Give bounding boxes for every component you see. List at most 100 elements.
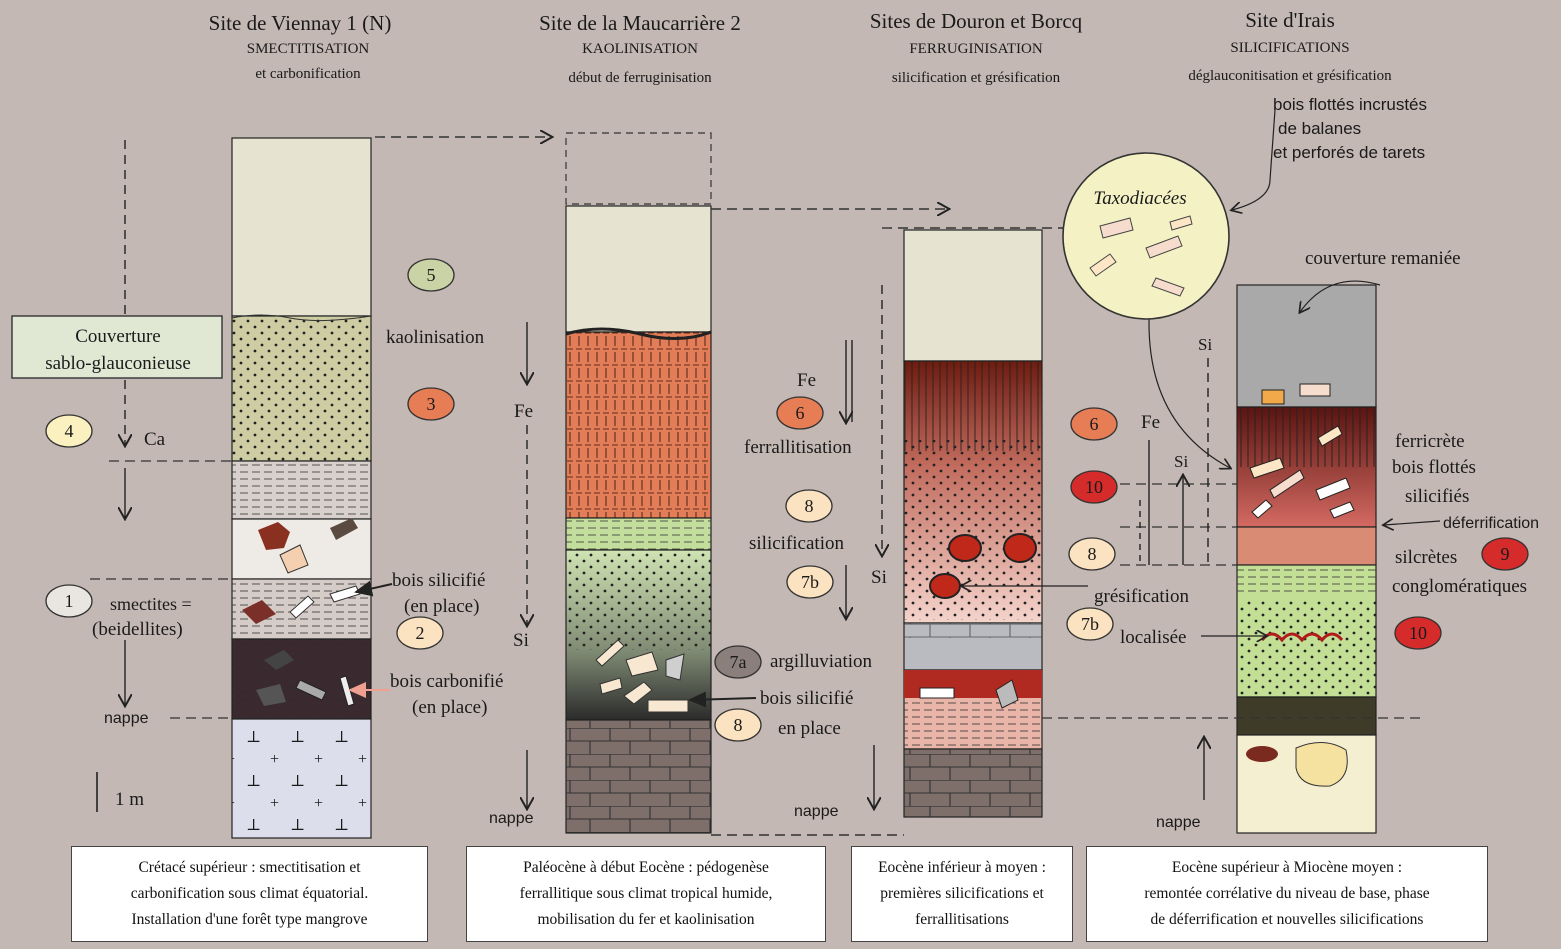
site-subprocess: et carbonification [255,66,361,82]
caption-text: Eocène supérieur à Miocène moyen : remon… [1144,855,1429,933]
marker-3: 3 [408,388,454,420]
gresification-label: grésification [1094,586,1189,607]
marker-5: 5 [408,259,454,291]
fe-label: Fe [1141,412,1160,433]
site-title: Site de Viennay 1 (N) [209,11,392,35]
ferricrete-label: ferricrète [1395,431,1465,452]
bois-flottes-label-3: et perforés de tarets [1273,143,1425,162]
marker-label: 7b [801,572,819,592]
si-label: Si [1198,335,1212,354]
caption-irais: Eocène supérieur à Miocène moyen : remon… [1086,846,1488,942]
site-process: FERRUGINISATION [909,41,1043,57]
caption-douron: Eocène inférieur à moyen : premières sil… [851,846,1073,942]
site-process: KAOLINISATION [582,41,698,57]
nappe-label: nappe [489,810,534,827]
marker-7b: 7b [1067,608,1113,640]
caption-viennay: Crétacé supérieur : smectitisation et ca… [71,846,428,942]
site-title: Site d'Irais [1245,8,1335,32]
silicification-label: silicification [749,533,844,554]
marker-6: 6 [777,397,823,429]
bois-carbonifie-label: bois carbonifié [390,671,503,692]
marker-label: 8 [1088,544,1097,564]
caption-text: Eocène inférieur à moyen : premières sil… [878,855,1046,933]
marker-label: 7b [1081,614,1099,634]
marker-8: 8 [715,709,761,741]
localisee-label: localisée [1120,627,1186,648]
marker-label: 3 [427,394,436,414]
couverture-box: Couverture sablo-glauconieuse [12,316,222,378]
marker-label: 10 [1085,477,1103,497]
fe-label: Fe [514,401,533,422]
marker-label: 1 [65,591,74,611]
en-place-label-2: (en place) [412,697,487,718]
marker-7a: 7a [715,646,761,678]
scale-label: 1 m [115,789,144,810]
marker-label: 6 [1090,414,1099,434]
couverture-label: Couverture [75,326,160,347]
marker-label: 8 [734,715,743,735]
nappe-label: nappe [794,803,839,820]
caption-maucarriere: Paléocène à début Eocène : pédogenèse fe… [466,846,826,942]
caption-text: Crétacé supérieur : smectitisation et ca… [131,855,369,933]
deferrification-label: déferrification [1443,515,1539,532]
kaolinisation-label: kaolinisation [386,327,485,348]
site-subprocess: déglauconitisation et grésification [1188,68,1392,84]
marker-4: 4 [46,415,92,447]
fe-label: Fe [797,370,816,391]
marker-label: 7a [730,652,747,672]
couverture-remaniee-label: couverture remaniée [1305,248,1461,269]
site-header-3: Sites de Douron et Borcq FERRUGINISATION… [870,9,1083,86]
column-viennay [232,138,371,838]
site-title: Sites de Douron et Borcq [870,9,1083,33]
site-subprocess: début de ferruginisation [568,70,712,86]
argilluviation-label: argilluviation [770,651,873,672]
column-maucarriere [566,133,711,833]
nappe-label: nappe [104,710,149,727]
bois-silicifie-label: bois silicifié [760,688,853,709]
column-irais [1237,285,1376,833]
si-label: Si [1174,452,1188,471]
bois-flottes-label: bois flottés incrustés [1273,95,1427,114]
conglomeratiques-label: conglomératiques [1392,576,1527,597]
marker-9: 9 [1482,538,1528,570]
silcretes-label: silcrètes [1395,547,1457,568]
site-title: Site de la Maucarrière 2 [539,11,741,35]
marker-1: 1 [46,585,92,617]
marker-label: 2 [416,623,425,643]
si-label: Si [513,630,529,651]
bois-flottes-label-4: bois flottés [1392,457,1476,478]
marker-label: 10 [1409,623,1427,643]
taxodiacees-inset: Taxodiacées [1063,153,1229,319]
marker-8: 8 [786,490,832,522]
si-label: Si [871,567,887,588]
nappe-label: nappe [1156,814,1201,831]
bois-flottes-label-2: de balanes [1278,119,1361,138]
marker-7b: 7b [787,566,833,598]
marker-label: 9 [1501,544,1510,564]
marker-label: 8 [805,496,814,516]
site-subprocess: silicification et grésification [892,70,1061,86]
smectites-label-2: (beidellites) [92,619,183,640]
site-process: SILICIFICATIONS [1230,40,1349,56]
scale-bar: 1 m [97,772,144,812]
smectites-label: smectites = [110,594,192,614]
ca-label: Ca [144,429,166,450]
marker-10: 10 [1071,471,1117,503]
marker-2: 2 [397,617,443,649]
marker-10: 10 [1395,617,1441,649]
site-header-4: Site d'Irais SILICIFICATIONS déglauconit… [1188,8,1392,84]
site-header-2: Site de la Maucarrière 2 KAOLINISATION d… [539,11,741,86]
marker-label: 5 [427,265,436,285]
en-place-label: (en place) [404,596,479,617]
marker-label: 6 [796,403,805,423]
marker-label: 4 [65,421,74,441]
taxodiacees-label: Taxodiacées [1093,188,1186,209]
couverture-label-2: sablo-glauconieuse [45,353,191,374]
marker-8: 8 [1069,538,1115,570]
marker-6: 6 [1071,408,1117,440]
bois-silicifie-label: bois silicifié [392,570,485,591]
site-header-1: Site de Viennay 1 (N) SMECTITISATION et … [209,11,392,82]
en-place-label: en place [778,718,841,739]
